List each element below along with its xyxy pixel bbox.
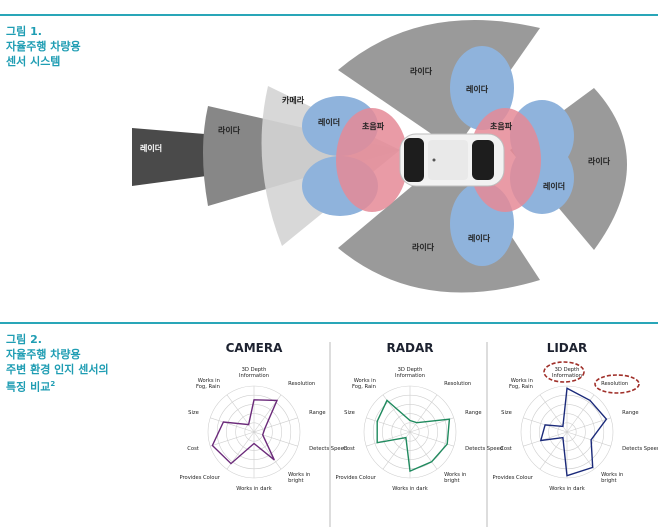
grid-spoke — [567, 432, 594, 469]
chart-title: RADAR — [386, 341, 433, 355]
grid-spoke — [523, 432, 567, 446]
radar-bottom-label: 레이다 — [468, 233, 491, 243]
axis-label: Works in dark — [236, 486, 271, 492]
grid-spoke — [254, 432, 298, 446]
grid-spoke — [567, 418, 611, 432]
grid-spoke — [366, 432, 410, 446]
lidar-bottom-label: 라이다 — [412, 242, 435, 252]
axis-label: Detects Speed — [622, 446, 658, 452]
axis-label: Range — [622, 410, 638, 416]
grid-spoke — [227, 395, 254, 432]
axis-label: Cost — [187, 446, 199, 452]
axis-label: Cost — [343, 446, 355, 452]
grid-spoke — [210, 432, 254, 446]
series-outline — [377, 400, 449, 471]
lidar-right-label: 라이다 — [588, 156, 611, 166]
grid-spoke — [410, 395, 437, 432]
axis-label: Size — [501, 410, 512, 416]
grid-spoke — [254, 418, 298, 432]
axis-label: Resolution — [444, 381, 471, 387]
sensor-coverage-diagram: 레이더 라이다 카메라 레이더 초음파 라이다 레이다 초음파 레이더 라이다 … — [0, 0, 658, 322]
grid-spoke — [254, 432, 281, 469]
car-icon — [400, 134, 504, 186]
chart-title: LIDAR — [547, 341, 588, 355]
radar-left-label: 레이더 — [318, 117, 340, 127]
grid-spoke — [567, 432, 611, 446]
camera-label: 카메라 — [282, 95, 305, 105]
lidar-left-mid-label: 라이다 — [218, 125, 241, 135]
axis-label: Provides Colour — [492, 475, 533, 481]
axis-label: Size — [188, 410, 199, 416]
radar-top-label: 레이다 — [466, 84, 489, 94]
axis-label: Works in dark — [549, 486, 584, 492]
axis-label: Provides Colour — [335, 475, 376, 481]
axis-label: Size — [344, 410, 355, 416]
axis-label: Range — [465, 410, 481, 416]
axis-label: Detects Speed — [465, 446, 503, 452]
ultrasonic-left-label: 초음파 — [362, 121, 385, 131]
axis-label: Detects Speed — [309, 446, 347, 452]
grid-spoke — [366, 418, 410, 432]
axis-label: Provides Colour — [179, 475, 220, 481]
chart-title: CAMERA — [226, 341, 283, 355]
lidar-left-far-label: 레이더 — [140, 143, 162, 153]
axis-label: Works in dark — [392, 486, 427, 492]
radar-right-label: 레이더 — [543, 181, 565, 191]
series-outline — [541, 388, 607, 475]
axis-label: Cost — [500, 446, 512, 452]
axis-label: Resolution — [288, 381, 315, 387]
ultrasonic-right-label: 초음파 — [490, 121, 513, 131]
grid-spoke — [410, 432, 437, 469]
lidar-top-label: 라이다 — [410, 66, 433, 76]
axis-label: Range — [309, 410, 325, 416]
axis-label: Resolution — [601, 381, 628, 387]
